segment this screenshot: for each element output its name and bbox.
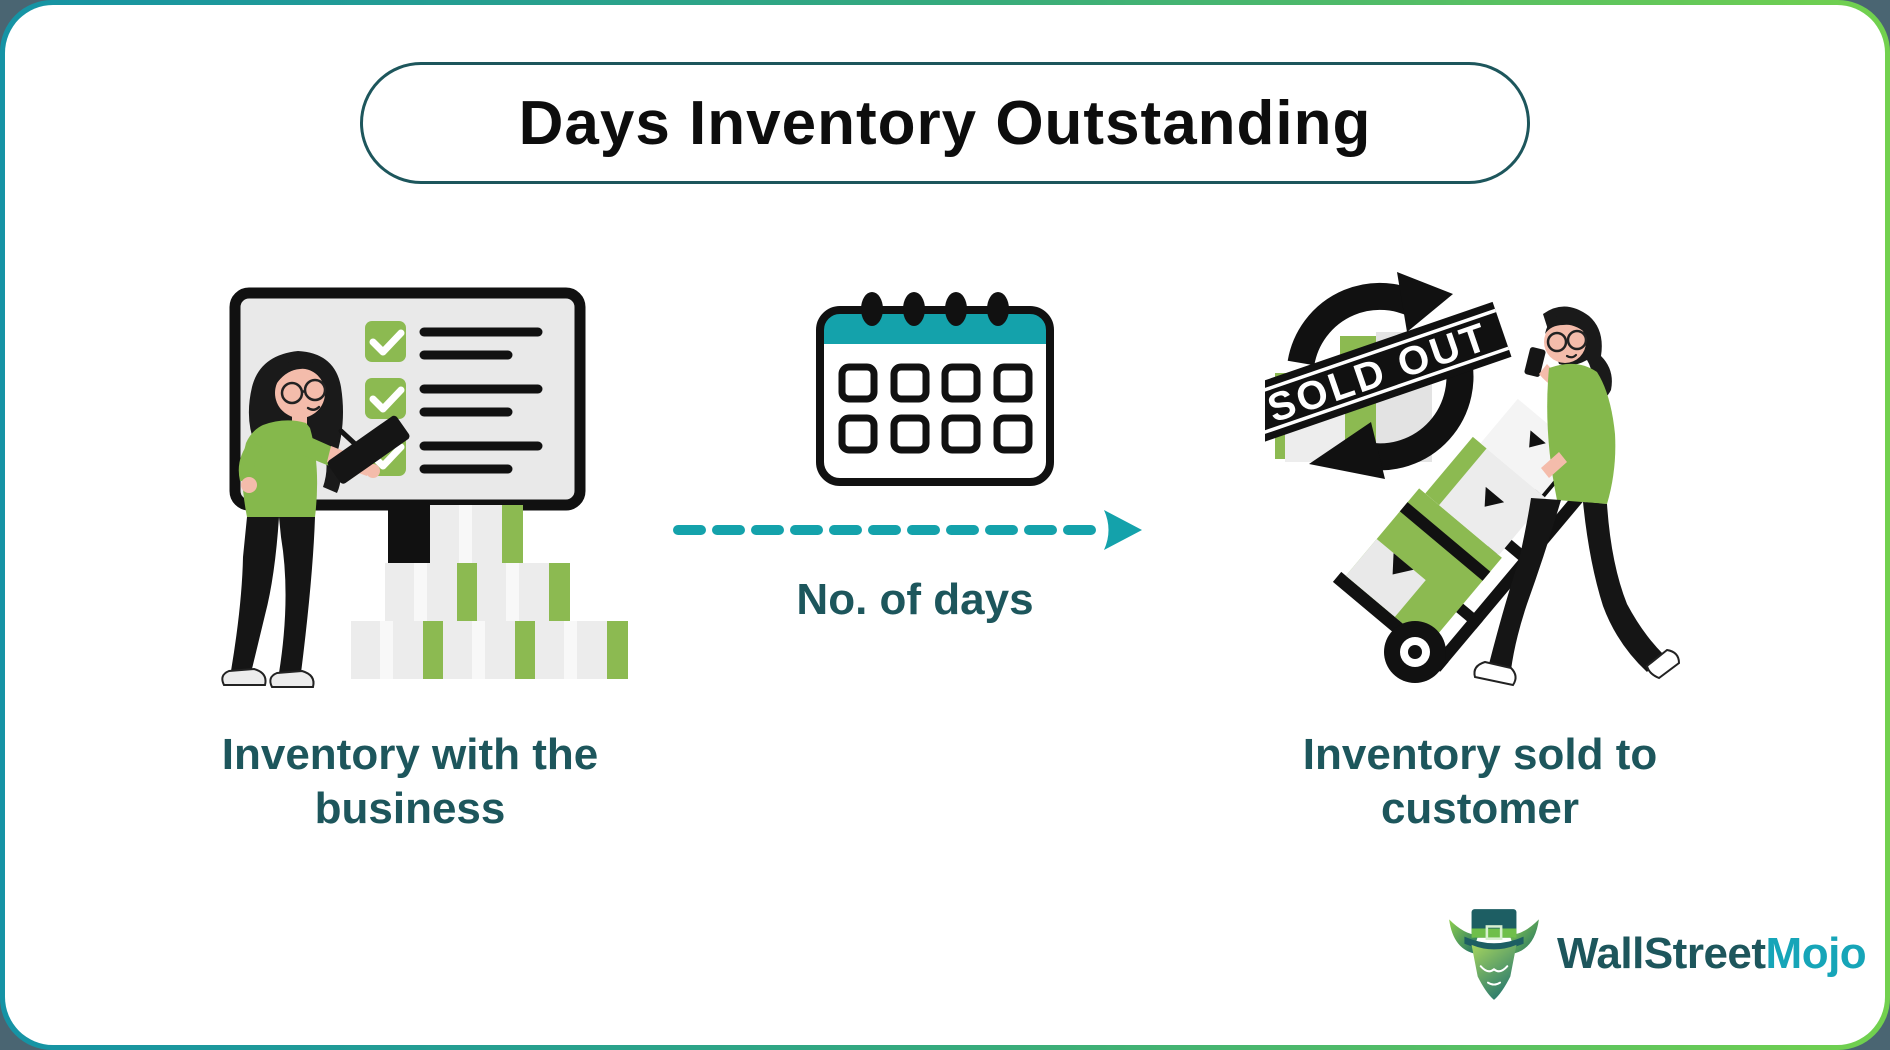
checkbox-icon [365,321,406,362]
page-title: Days Inventory Outstanding [518,88,1372,158]
sold-out-cycle-icon [1287,272,1474,479]
arrow-label: No. of days [796,575,1034,624]
left-caption: Inventory with the business [221,730,599,833]
brand-name: WallStreetMojo [1557,929,1867,979]
person-pushing-cart [1473,306,1681,687]
checklist-board [229,287,586,575]
dashed-arrow-icon [673,510,1142,550]
person-checking-inventory [221,351,410,688]
boxes-stack [351,505,628,679]
hand-truck [1332,398,1607,683]
brand-logo: WallStreetMojo [1443,903,1867,1005]
inventory-with-business-illustration [221,287,628,688]
right-caption: Inventory sold to customer [1302,730,1658,833]
checkbox-icon [365,378,406,419]
title-banner: Days Inventory Outstanding [360,62,1530,184]
bull-logo-icon [1449,909,1539,1000]
calendar-icon [816,292,1054,486]
brand-name-mojo: Mojo [1765,929,1867,978]
inventory-sold-illustration: SOLD OUT [1265,272,1681,687]
brand-name-wallstreet: WallStreet [1557,929,1766,978]
